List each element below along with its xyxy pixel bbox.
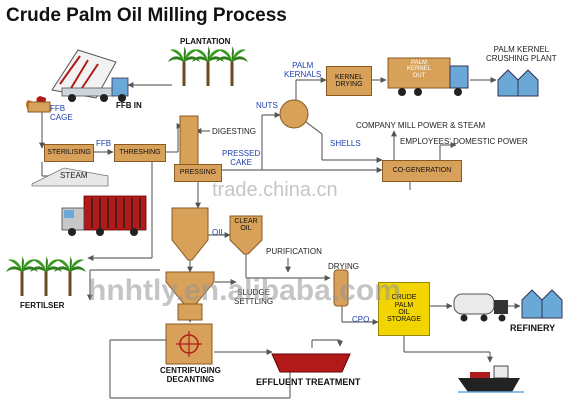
plantation-label: PLANTATION [180, 37, 231, 46]
company-mill-label: COMPANY MILL POWER & STEAM [356, 121, 486, 130]
sterilising-box: STERILISING [44, 144, 94, 162]
employees-power-label: EMPLOYEES' DOMESTIC POWER [400, 137, 528, 146]
dryer-shape [333, 269, 349, 307]
steam-house-icon [31, 167, 109, 187]
purification-label: PURIFICATION [266, 247, 322, 256]
nuts-label: NUTS [256, 101, 278, 110]
kernel-truck-icon [387, 57, 469, 96]
ffb-in-label: FFB IN [116, 101, 142, 110]
centrifuge-icon [165, 323, 213, 365]
drying-label: DRYING [328, 262, 359, 271]
kernel-drying-box: KERNEL DRYING [326, 66, 372, 96]
fertiliser-palms [6, 256, 86, 296]
clear-oil-label: CLEAR OIL [234, 218, 258, 233]
page-title: Crude Palm Oil Milling Process [6, 5, 287, 26]
threshing-box: THRESHING [114, 144, 166, 162]
plantation-palms [168, 46, 248, 86]
sludge-settling-label: SLUDGE SETTLING [234, 288, 274, 307]
digester-shape [179, 115, 199, 167]
effluent-treatment-label: EFFLUENT TREATMENT [256, 377, 361, 387]
refinery-label: REFINERY [510, 323, 556, 333]
cpo-label: CPO [352, 315, 370, 324]
kernel-truck-text: PALM KERNEL OUT [406, 60, 431, 79]
oil-label: OIL [212, 228, 225, 237]
cpo-truck-icon [453, 293, 508, 322]
effluent-pond-shape [271, 353, 351, 373]
watermark-trade: trade.china.cn [212, 179, 338, 201]
pressed-cake-label: PRESSED CAKE [222, 149, 261, 167]
ffb-cage-shape [27, 101, 51, 113]
watermark-alibaba: hnhtly.en.alibaba.com [88, 274, 401, 307]
ffb-label: FFB [96, 139, 112, 148]
co-generation-box: CO-GENERATION [382, 160, 462, 182]
palm-kernals-label: PALM KERNALS [284, 61, 322, 79]
silo-icon [497, 69, 539, 97]
pressing-box: PRESSING [174, 164, 222, 182]
steam-label: STEAM [60, 171, 88, 180]
fertilser-label: FERTILSER [20, 301, 65, 310]
refinery-silo-icon [521, 289, 563, 319]
ffb-cage-label: FFB CAGE [50, 104, 73, 123]
tanker-truck-icon [61, 195, 147, 236]
kernel-crushing-label: PALM KERNEL CRUSHING PLANT [486, 45, 557, 63]
truck-icon [26, 49, 129, 110]
nuts-ball-shape [279, 99, 309, 129]
clear-oil-tank-shape [229, 215, 263, 255]
centrifuging-label: CENTRIFUGING DECANTING [160, 366, 221, 385]
shells-label: SHELLS [330, 139, 361, 148]
oil-tank-shape [171, 207, 209, 261]
sludge-settling-shape [165, 271, 215, 321]
ship-icon [458, 365, 524, 393]
crude-palm-oil-storage-box: CRUDE PALM OIL STORAGE [378, 282, 430, 336]
digesting-label: DIGESTING [212, 127, 257, 136]
